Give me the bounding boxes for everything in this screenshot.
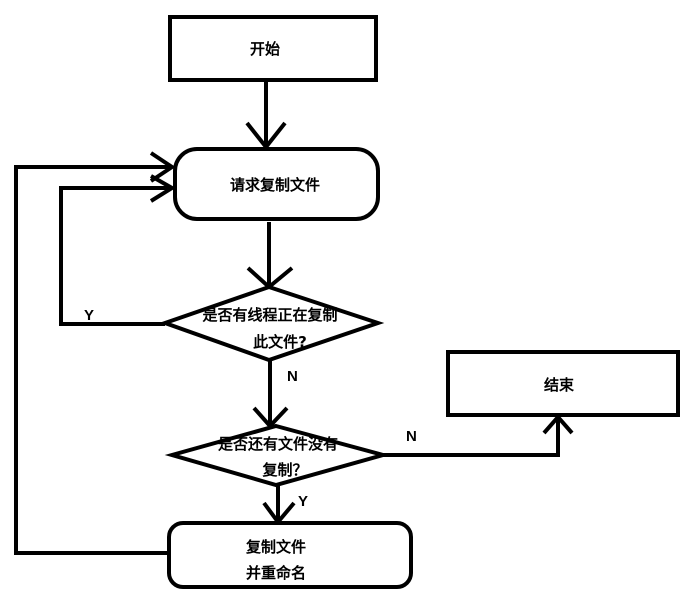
thread-no-label: N xyxy=(287,368,298,385)
request-copy-label: 请求复制文件 xyxy=(230,176,320,194)
thread-check-label-2: 此文件? xyxy=(253,333,307,351)
remaining-yes-label: Y xyxy=(298,493,308,510)
loop-copy-back xyxy=(14,165,172,555)
arrow-remaining-no xyxy=(383,417,560,457)
thread-check-label-1: 是否有线程正在复制 xyxy=(201,306,337,324)
copy-rename-label-2: 并重命名 xyxy=(246,564,306,582)
end-label: 结束 xyxy=(544,376,575,394)
start-box xyxy=(168,15,378,82)
loop-thread-yes xyxy=(59,186,172,326)
thread-yes-label: Y xyxy=(84,307,94,324)
remaining-no-label: N xyxy=(406,428,417,445)
arrow-head-thread-yes xyxy=(149,174,176,203)
end-box xyxy=(446,350,680,417)
arrow-head-copy-back xyxy=(149,151,176,183)
remaining-check-label-2: 复制？ xyxy=(261,461,307,479)
request-copy-box xyxy=(173,147,380,221)
start-label: 开始 xyxy=(250,40,280,58)
remaining-check-label-1: 是否还有文件没有 xyxy=(217,435,338,453)
copy-rename-label-1: 复制文件 xyxy=(245,538,306,556)
